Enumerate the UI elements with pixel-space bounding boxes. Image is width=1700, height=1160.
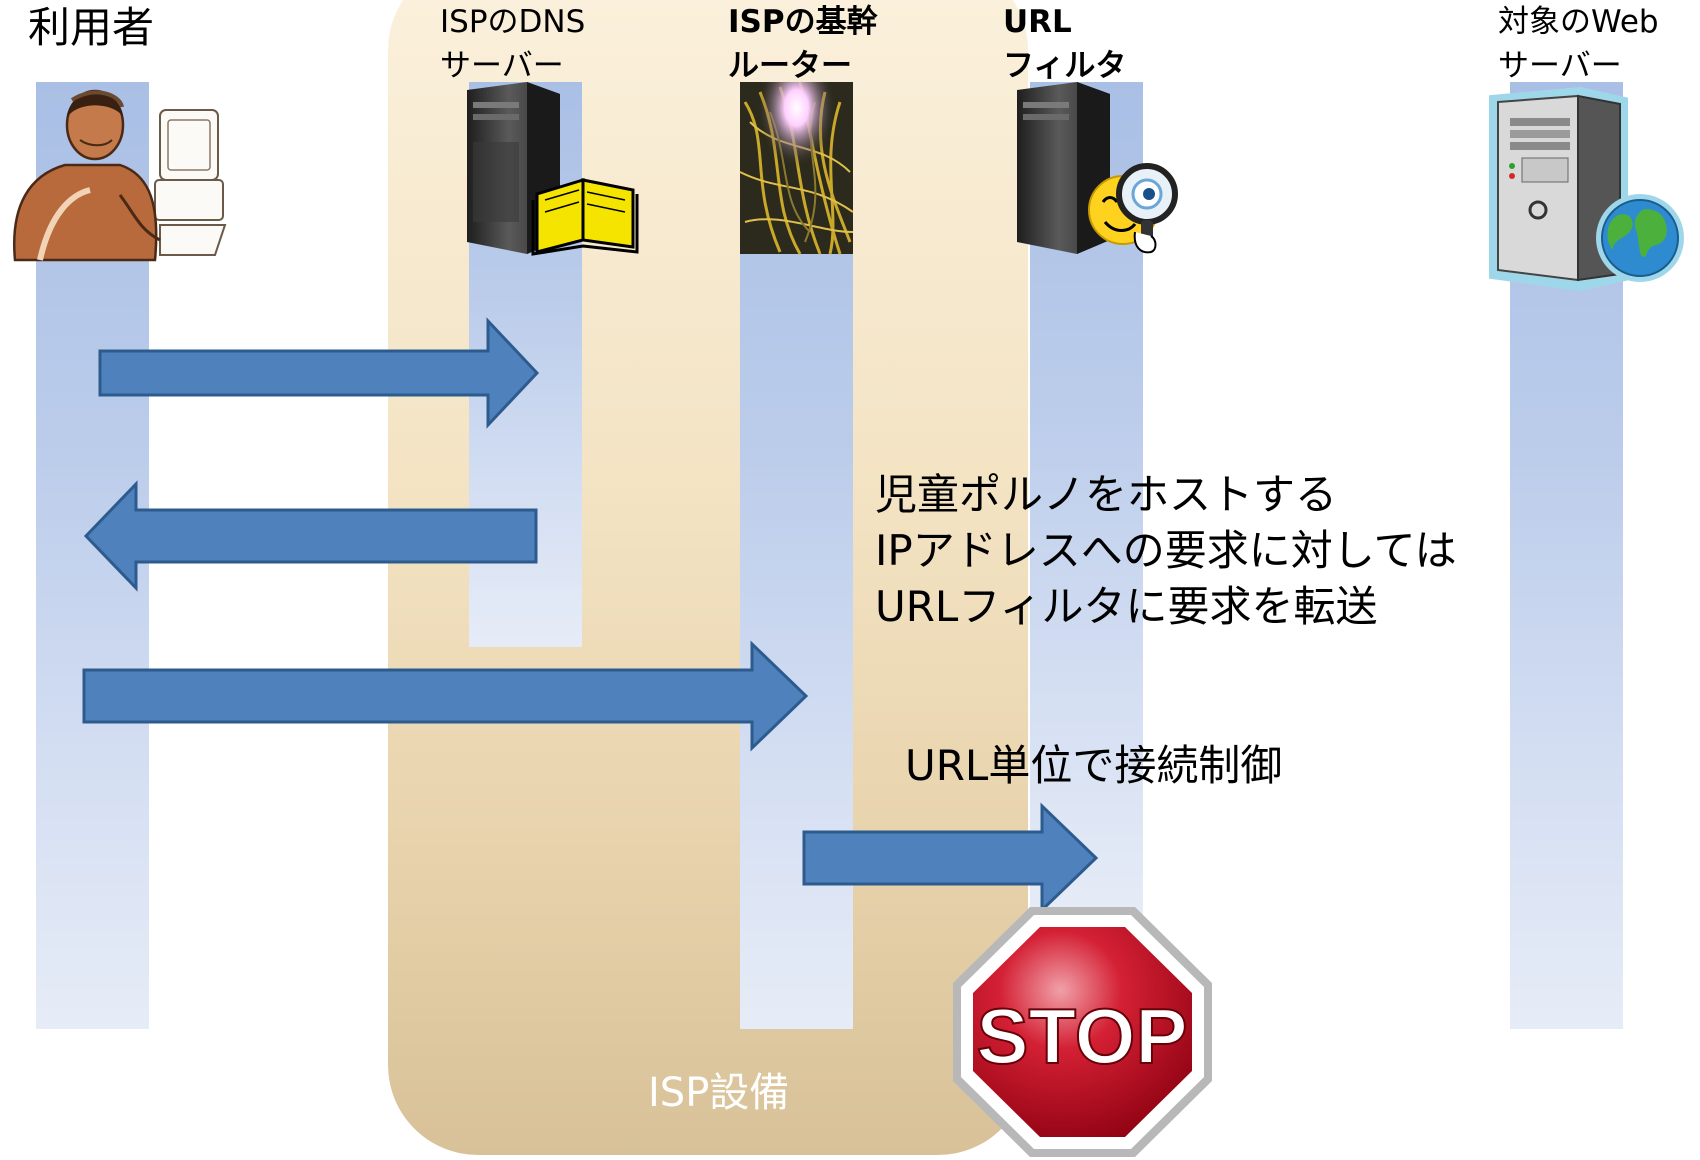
- stop-sign-label: STOP: [977, 992, 1188, 1080]
- web-label-line2: サーバー: [1498, 48, 1622, 84]
- filter-label-line2: フィルタ: [1003, 48, 1127, 84]
- user-label: 利用者: [28, 3, 155, 52]
- router-label-line2: ルーター: [728, 48, 852, 84]
- url-filter-icon: [1017, 82, 1178, 254]
- url-filter-label: URL フィルタ: [1003, 0, 1126, 88]
- arrow-user-to-dns: [98, 317, 540, 429]
- user-at-computer-icon: [13, 89, 227, 262]
- dns-server-label: ISPのDNS サーバー: [440, 0, 585, 88]
- arrow-router-to-filter: [802, 802, 1099, 914]
- dns-label-line1: ISPのDNS: [440, 4, 586, 40]
- web-server-icon: [1489, 86, 1684, 292]
- stop-sign-icon: STOP: [953, 907, 1212, 1157]
- annotation-line1: 児童ポルノをホストする: [875, 470, 1338, 519]
- annotation-text: 児童ポルノをホストする IPアドレスへの要求に対しては URLフィルタに要求を転…: [875, 467, 1457, 635]
- web-label-line1: 対象のWeb: [1498, 4, 1659, 40]
- isp-zone-label: ISP設備: [648, 1070, 790, 1116]
- annotation-line3: URLフィルタに要求を転送: [875, 582, 1378, 631]
- filter-label-line1: URL: [1003, 4, 1072, 40]
- arrow-dns-to-user: [83, 480, 538, 592]
- router-label-line1: ISPの基幹: [728, 4, 878, 40]
- core-router-icon: [739, 81, 854, 255]
- web-server-label: 対象のWeb サーバー: [1498, 0, 1659, 88]
- arrow-user-to-router: [82, 640, 809, 752]
- annotation-line2: IPアドレスへの要求に対しては: [875, 526, 1457, 575]
- router-label: ISPの基幹 ルーター: [728, 0, 878, 88]
- dns-label-line2: サーバー: [440, 48, 564, 84]
- dns-server-icon: [467, 82, 639, 256]
- filter-note: URL単位で接続制御: [905, 741, 1283, 790]
